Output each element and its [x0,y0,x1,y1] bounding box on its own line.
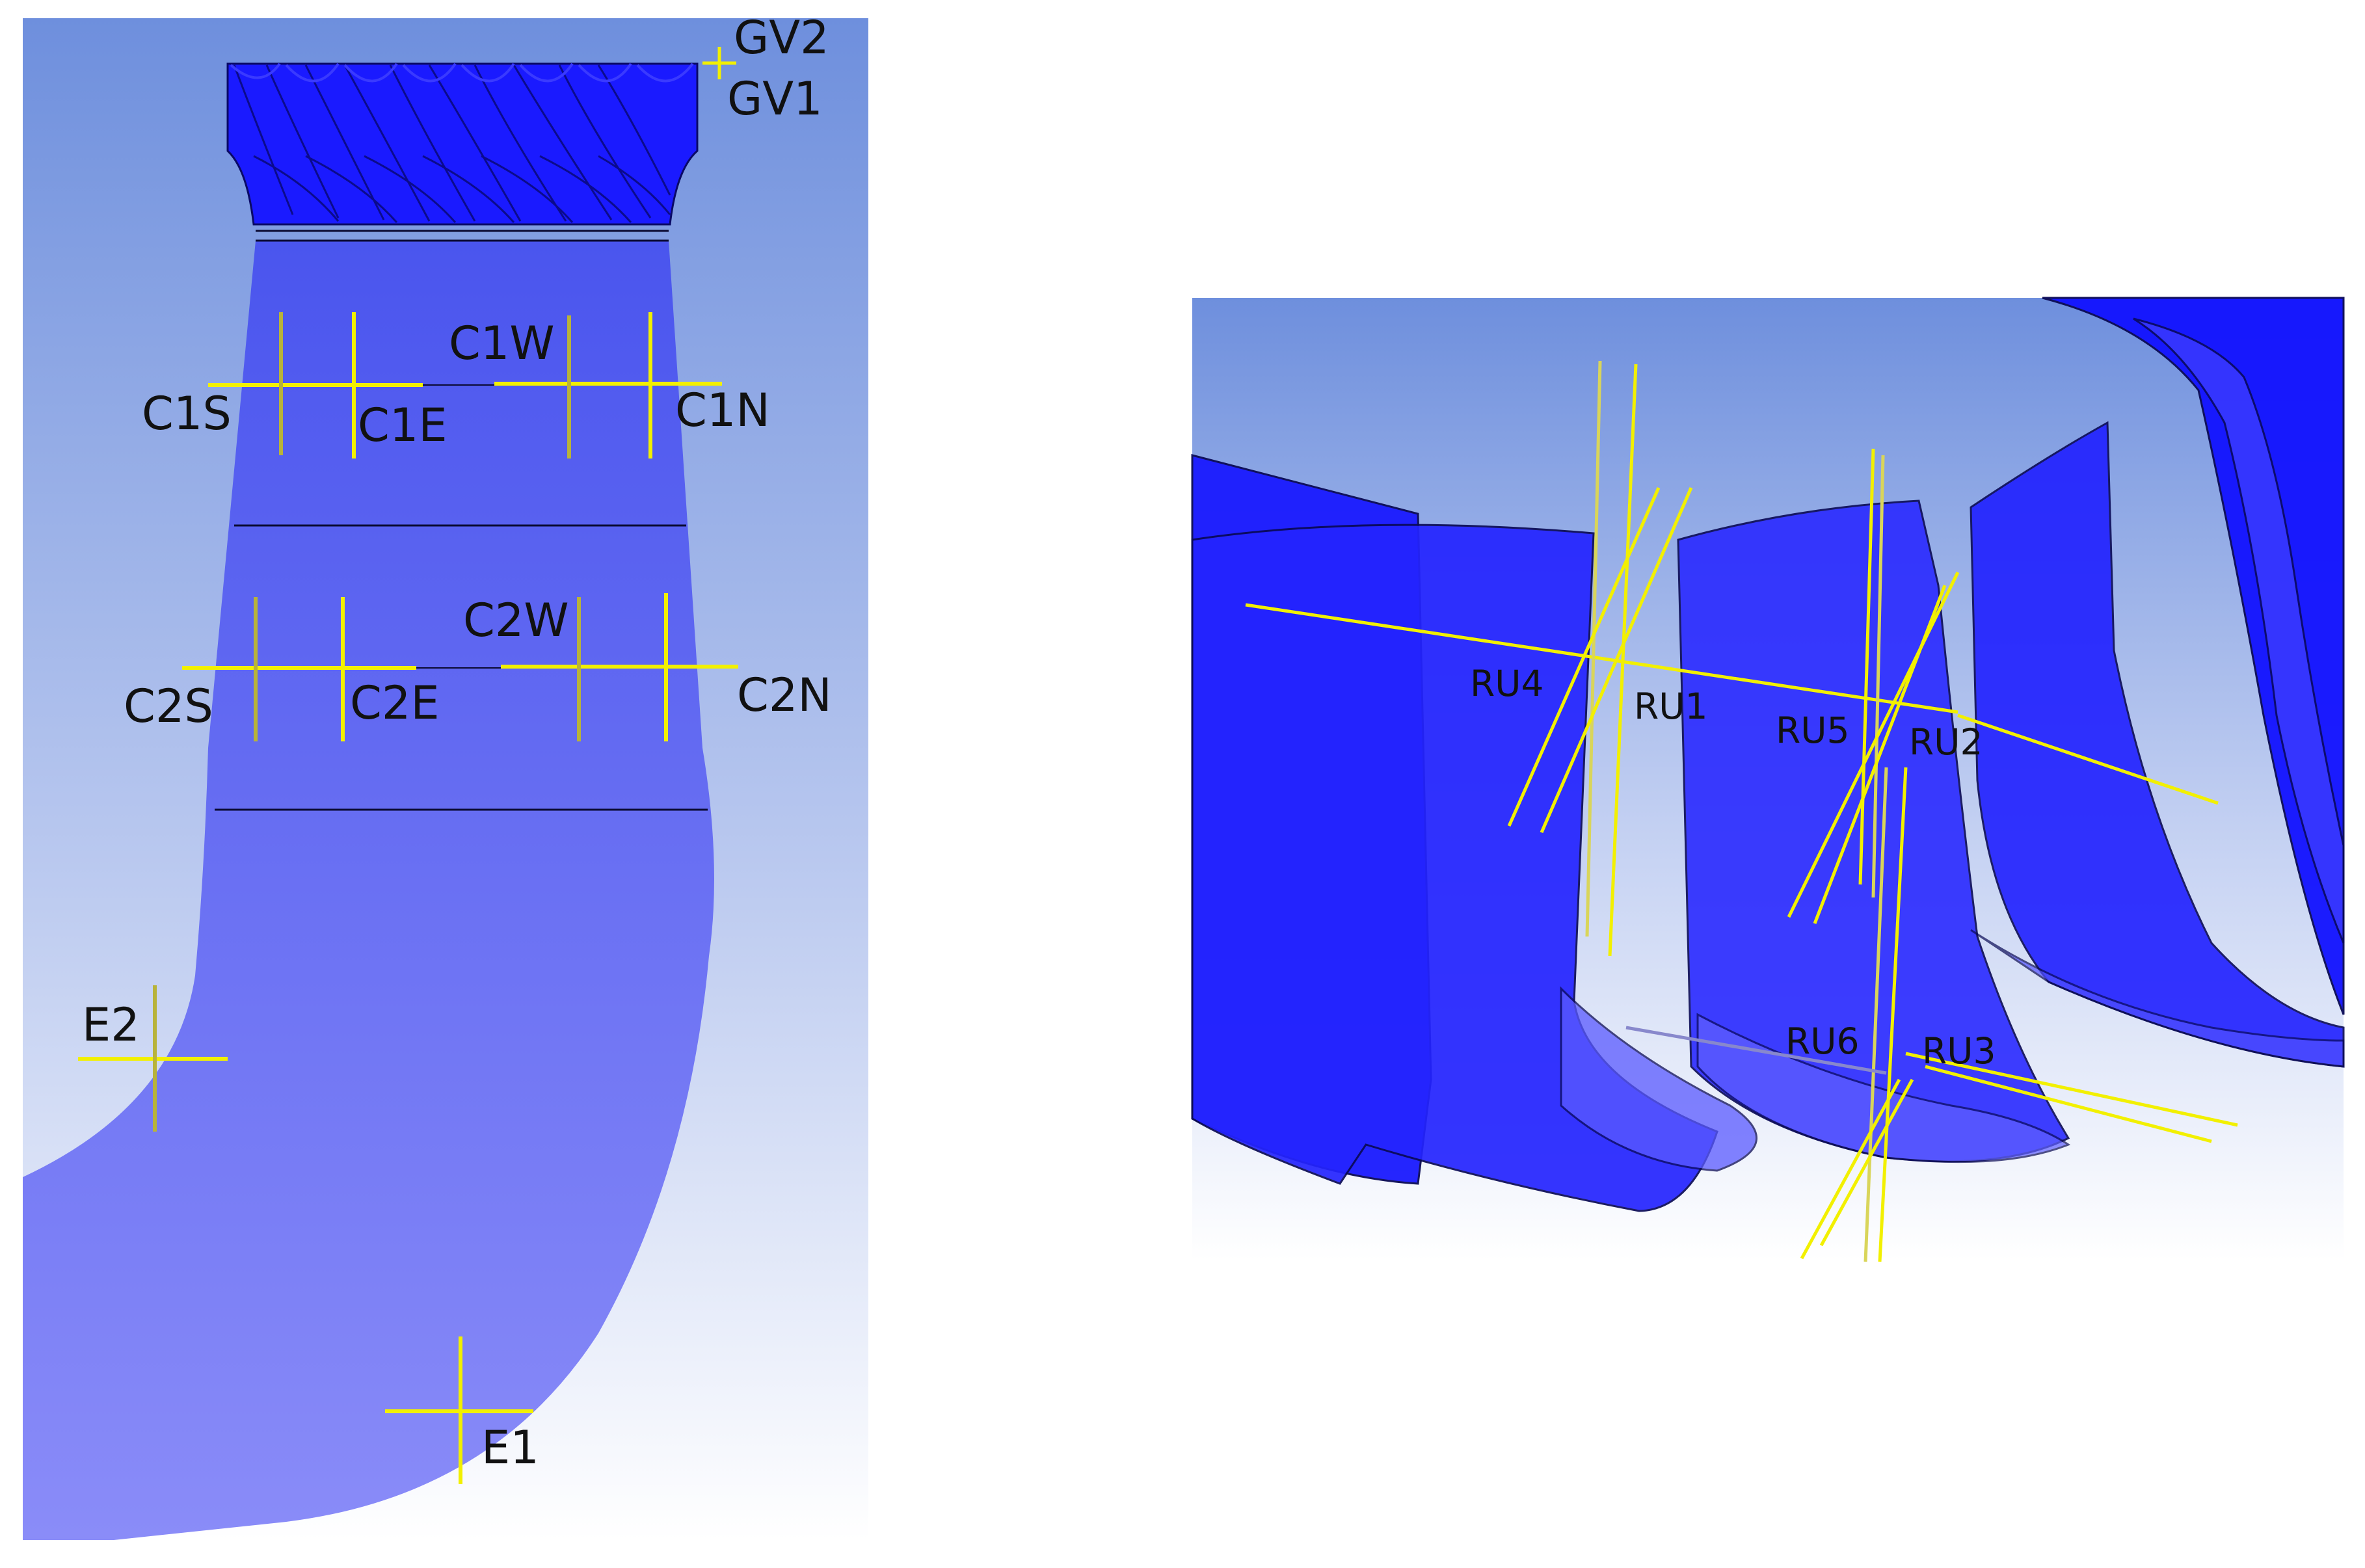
label-c1n: C1N [675,384,770,437]
label-c2e: C2E [350,676,440,730]
probe-markers-right [1245,360,2238,1262]
label-gv1: GV1 [727,72,823,126]
runner-crown [226,62,699,226]
draft-tube-body [23,241,714,1540]
label-c2n: C2N [737,669,832,722]
label-ru3: RU3 [1922,1030,1996,1072]
label-ru2: RU2 [1909,721,1983,763]
label-c1s: C1S [142,387,232,440]
draft-tube-panel: GV2 GV1 C1W C1S C1E C1N C2W C2S C2E C2N … [23,11,868,1540]
label-ru4: RU4 [1470,663,1543,704]
probe-markers-left [78,47,738,1484]
label-ru1: RU1 [1634,685,1707,727]
label-e1: E1 [481,1421,539,1474]
runner-blades-panel: RU4 RU1 RU5 RU2 RU6 RU3 [1191,297,2345,1262]
label-c1w: C1W [449,317,555,370]
label-c2s: C2S [124,680,213,733]
label-ru5: RU5 [1776,710,1849,751]
label-c2w: C2W [463,594,569,647]
label-gv2: GV2 [734,11,829,64]
label-e2: E2 [82,998,140,1052]
label-ru6: RU6 [1785,1020,1859,1062]
label-c1e: C1E [358,399,448,452]
